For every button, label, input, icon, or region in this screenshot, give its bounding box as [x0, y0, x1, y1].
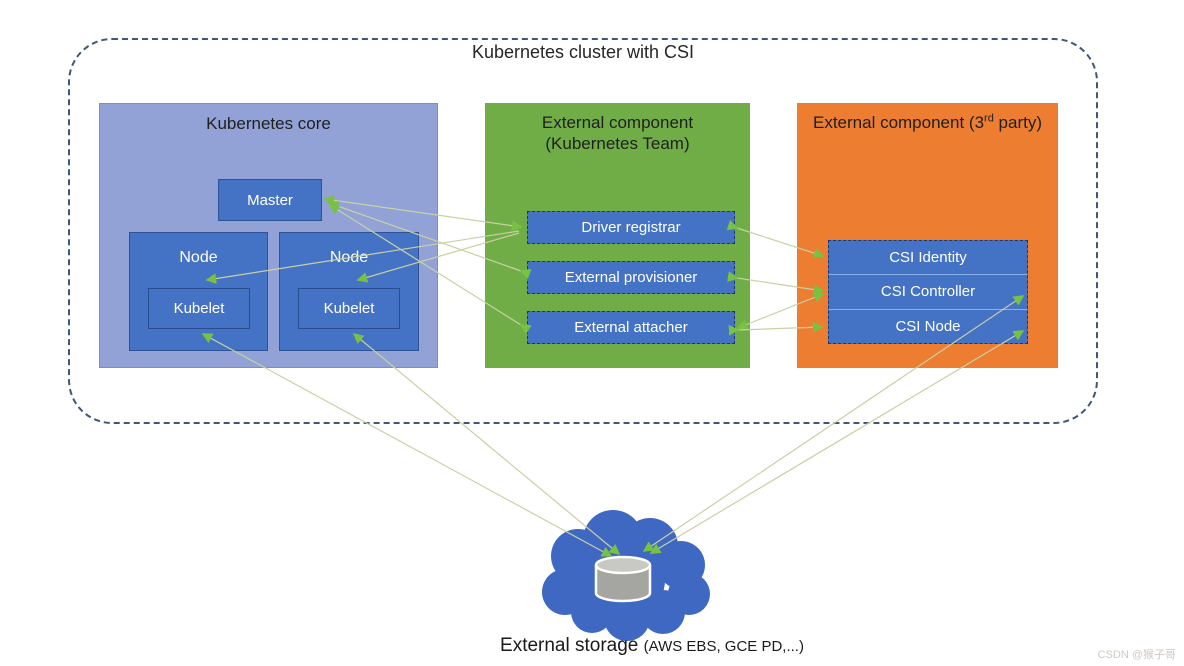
master-label: Master [247, 191, 293, 209]
driver-registrar-label: Driver registrar [581, 219, 681, 236]
k8s-team-title-line1: External component [541, 113, 694, 132]
external-component-3rd-party-panel: External component (3rd party) CSI Ident… [797, 103, 1058, 368]
kubernetes-core-panel: Kubernetes core Master Node Kubelet Node… [99, 103, 438, 368]
kubelet-box-1: Kubelet [148, 288, 250, 329]
third-party-title-post: party) [993, 113, 1042, 132]
csi-controller-row: CSI Controller [829, 274, 1027, 308]
driver-registrar-box: Driver registrar [527, 211, 735, 244]
kubelet-box-2: Kubelet [298, 288, 400, 329]
external-storage-label: External storage (AWS EBS, GCE PD,...) [402, 635, 902, 657]
third-party-title-pre: External component (3 [812, 113, 985, 132]
third-party-panel-title: External component (3rd party) [797, 112, 1058, 133]
kubelet-1-label: Kubelet [173, 300, 225, 317]
csi-node-label: CSI Node [895, 317, 961, 335]
external-provisioner-box: External provisioner [527, 261, 735, 294]
csi-identity-row: CSI Identity [829, 241, 1027, 274]
master-box: Master [218, 179, 322, 221]
external-storage-cloud [542, 510, 710, 641]
third-party-title-sup: rd [984, 112, 994, 125]
external-attacher-box: External attacher [527, 311, 735, 344]
csi-identity-label: CSI Identity [889, 249, 967, 267]
external-storage-label-main: External storage [500, 635, 644, 656]
k8s-team-panel-title: External component (Kubernetes Team) [485, 112, 750, 155]
node-box-1: Node Kubelet [129, 232, 268, 351]
storage-cylinder-icon [594, 555, 652, 603]
csi-controller-label: CSI Controller [880, 283, 976, 301]
node-2-label: Node [329, 249, 369, 266]
csi-node-row: CSI Node [829, 308, 1027, 343]
node-1-label: Node [179, 249, 218, 266]
k8s-team-title-line2: (Kubernetes Team) [545, 134, 690, 154]
kubernetes-core-title: Kubernetes core [206, 114, 331, 133]
cluster-title: Kubernetes cluster with CSI [471, 42, 695, 62]
external-storage-label-detail: (AWS EBS, GCE PD,...) [643, 638, 804, 655]
csdn-watermark: CSDN @猴子哥 [1097, 649, 1176, 661]
kubelet-2-label: Kubelet [323, 300, 375, 317]
external-component-k8s-team-panel: External component (Kubernetes Team) Dri… [485, 103, 750, 368]
csi-plugin-block: CSI Identity CSI Controller CSI Node [828, 240, 1028, 344]
external-provisioner-label: External provisioner [564, 269, 698, 286]
node-box-2: Node Kubelet [279, 232, 419, 351]
external-attacher-label: External attacher [574, 319, 688, 336]
